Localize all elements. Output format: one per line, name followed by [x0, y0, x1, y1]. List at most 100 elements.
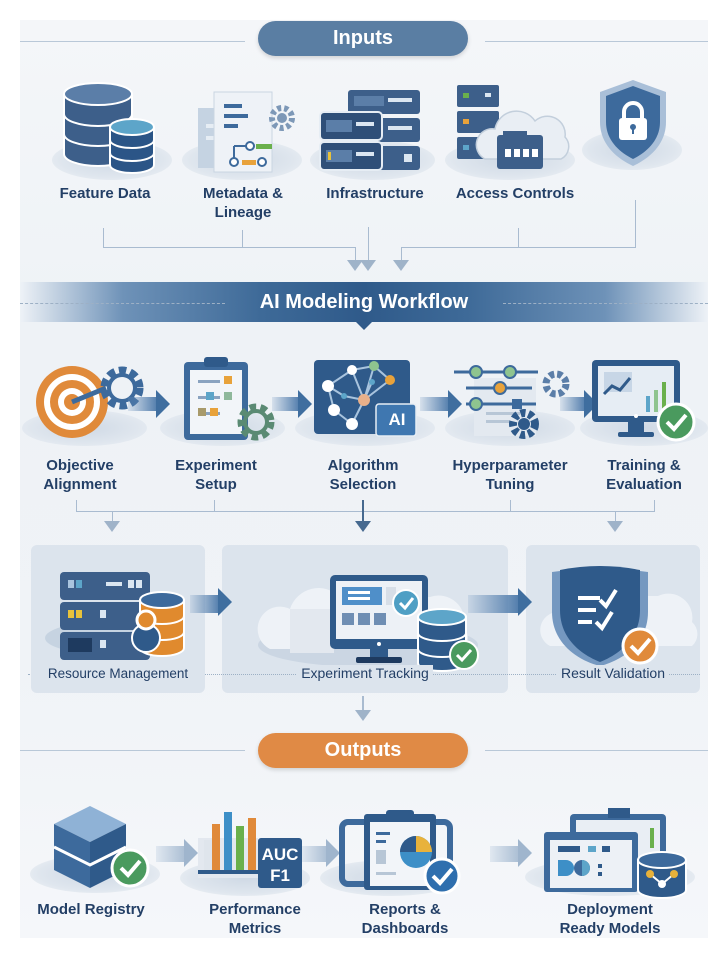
diagram-canvas: Inputs — [20, 20, 708, 938]
label-line-1: Training & — [607, 457, 681, 474]
label-line-2: Alignment — [43, 476, 117, 493]
input-label-infrastructure: Infrastructure — [310, 184, 440, 203]
outputs-divider-right — [485, 750, 708, 751]
connector — [362, 511, 364, 521]
banner-dash-left — [20, 303, 225, 304]
output-label-deployment-ready-models: Deployment Ready Models — [540, 900, 680, 938]
label-line-1: Hyperparameter — [452, 457, 568, 474]
arrow-down-icon — [607, 521, 623, 532]
connector — [76, 511, 655, 512]
label-line-1: Deployment — [567, 901, 653, 918]
output-label-reports-dashboards: Reports & Dashboards — [340, 900, 470, 938]
flow-arrow-icon — [560, 390, 598, 418]
connector — [654, 500, 655, 512]
flow-arrow-icon — [190, 588, 232, 616]
flow-arrow-icon — [128, 390, 170, 418]
connector — [401, 247, 636, 248]
label-line-1: Model Registry — [37, 901, 145, 918]
inputs-section-title: Inputs — [258, 21, 468, 56]
step-label-experiment-setup: Experiment Setup — [156, 456, 276, 494]
flow-arrow-icon — [302, 839, 340, 867]
connector — [103, 228, 104, 248]
stage-label-result-validation: Result Validation — [526, 664, 700, 683]
stage-label-resource-management: Resource Management — [31, 664, 205, 683]
bar-chart-metrics-icon — [198, 812, 302, 888]
step-label-objective-alignment: Objective Alignment — [20, 456, 140, 494]
connector — [214, 500, 215, 512]
label-line-1: Performance — [209, 901, 301, 918]
connector — [362, 500, 364, 512]
metadata-document-icon — [198, 91, 295, 173]
step-label-hyperparameter-tuning: Hyperparameter Tuning — [440, 456, 580, 494]
cube-check-icon — [53, 806, 150, 888]
shield-checklist-icon — [540, 566, 698, 666]
arrow-down-icon — [355, 521, 371, 532]
connector — [112, 511, 113, 521]
arrow-down-icon — [393, 260, 409, 271]
workflow-banner — [20, 282, 708, 322]
label-line-1: Objective — [46, 457, 114, 474]
flow-arrow-icon — [156, 839, 198, 867]
connector — [635, 200, 636, 248]
inputs-divider-right — [485, 41, 708, 42]
label-text: Experiment Tracking — [297, 665, 433, 681]
arrow-down-icon — [355, 710, 371, 721]
clipboard-pie-chart-icon — [339, 810, 461, 895]
label-line-2: Dashboards — [361, 920, 449, 937]
connector — [401, 247, 402, 261]
step-label-training-evaluation: Training & Evaluation — [584, 456, 704, 494]
input-label-feature-data: Feature Data — [40, 184, 170, 203]
label-line-2: Metrics — [228, 920, 282, 937]
label-line-1: Reports & — [369, 901, 441, 918]
outputs-section-title: Outputs — [258, 733, 468, 768]
output-label-model-registry: Model Registry — [26, 900, 156, 919]
arrow-down-icon — [347, 260, 363, 271]
target-gear-icon — [36, 366, 144, 438]
connector — [518, 228, 519, 248]
arrow-down-icon — [360, 260, 376, 271]
label-line-1: Algorithm — [327, 457, 399, 474]
input-label-access-controls: Access Controls — [445, 184, 585, 203]
label-line-2: Tuning — [485, 476, 535, 493]
clipboard-gear-icon — [184, 357, 275, 441]
metric-auc-text: AUC — [261, 845, 299, 864]
flow-arrow-icon — [490, 839, 532, 867]
label-line-2: Setup — [195, 476, 237, 493]
neural-network-ai-icon — [314, 360, 417, 437]
label-line-1: Experiment — [175, 457, 257, 474]
outputs-divider-left — [20, 750, 245, 751]
connector — [355, 247, 356, 261]
flow-arrow-icon — [468, 588, 532, 616]
connector — [510, 500, 511, 512]
flow-arrow-icon — [420, 390, 462, 418]
metric-f1-text: F1 — [270, 866, 290, 885]
connector — [103, 247, 355, 248]
server-rack-icon — [319, 90, 420, 171]
ai-badge-text: AI — [388, 410, 406, 429]
connector — [242, 230, 243, 248]
label-line-1: Metadata & — [202, 185, 284, 202]
dashboard-database-icon — [544, 808, 687, 899]
input-label-metadata-lineage: Metadata & Lineage — [178, 184, 308, 222]
monitor-database-check-icon — [257, 575, 479, 672]
cloud-server-icon — [457, 85, 570, 169]
label-text: Result Validation — [556, 665, 670, 681]
label-line-2: Selection — [329, 476, 397, 493]
monitor-chart-check-icon — [592, 360, 696, 442]
banner-pointer — [356, 322, 372, 330]
step-label-algorithm-selection: Algorithm Selection — [303, 456, 423, 494]
banner-dash-right — [503, 303, 708, 304]
label-line-2: Ready Models — [559, 920, 661, 937]
flow-arrow-icon — [272, 390, 312, 418]
label-text: Infrastructure — [326, 185, 424, 202]
database-icon — [63, 82, 155, 174]
arrow-down-icon — [104, 521, 120, 532]
label-line-2: Lineage — [214, 204, 272, 221]
stage-label-experiment-tracking: Experiment Tracking — [222, 664, 508, 683]
server-database-icon — [45, 572, 185, 660]
label-text: Access Controls — [455, 185, 575, 202]
connector — [615, 511, 616, 521]
shield-lock-icon — [600, 80, 666, 166]
sliders-gear-icon — [454, 365, 570, 439]
output-label-performance-metrics: Performance Metrics — [190, 900, 320, 938]
